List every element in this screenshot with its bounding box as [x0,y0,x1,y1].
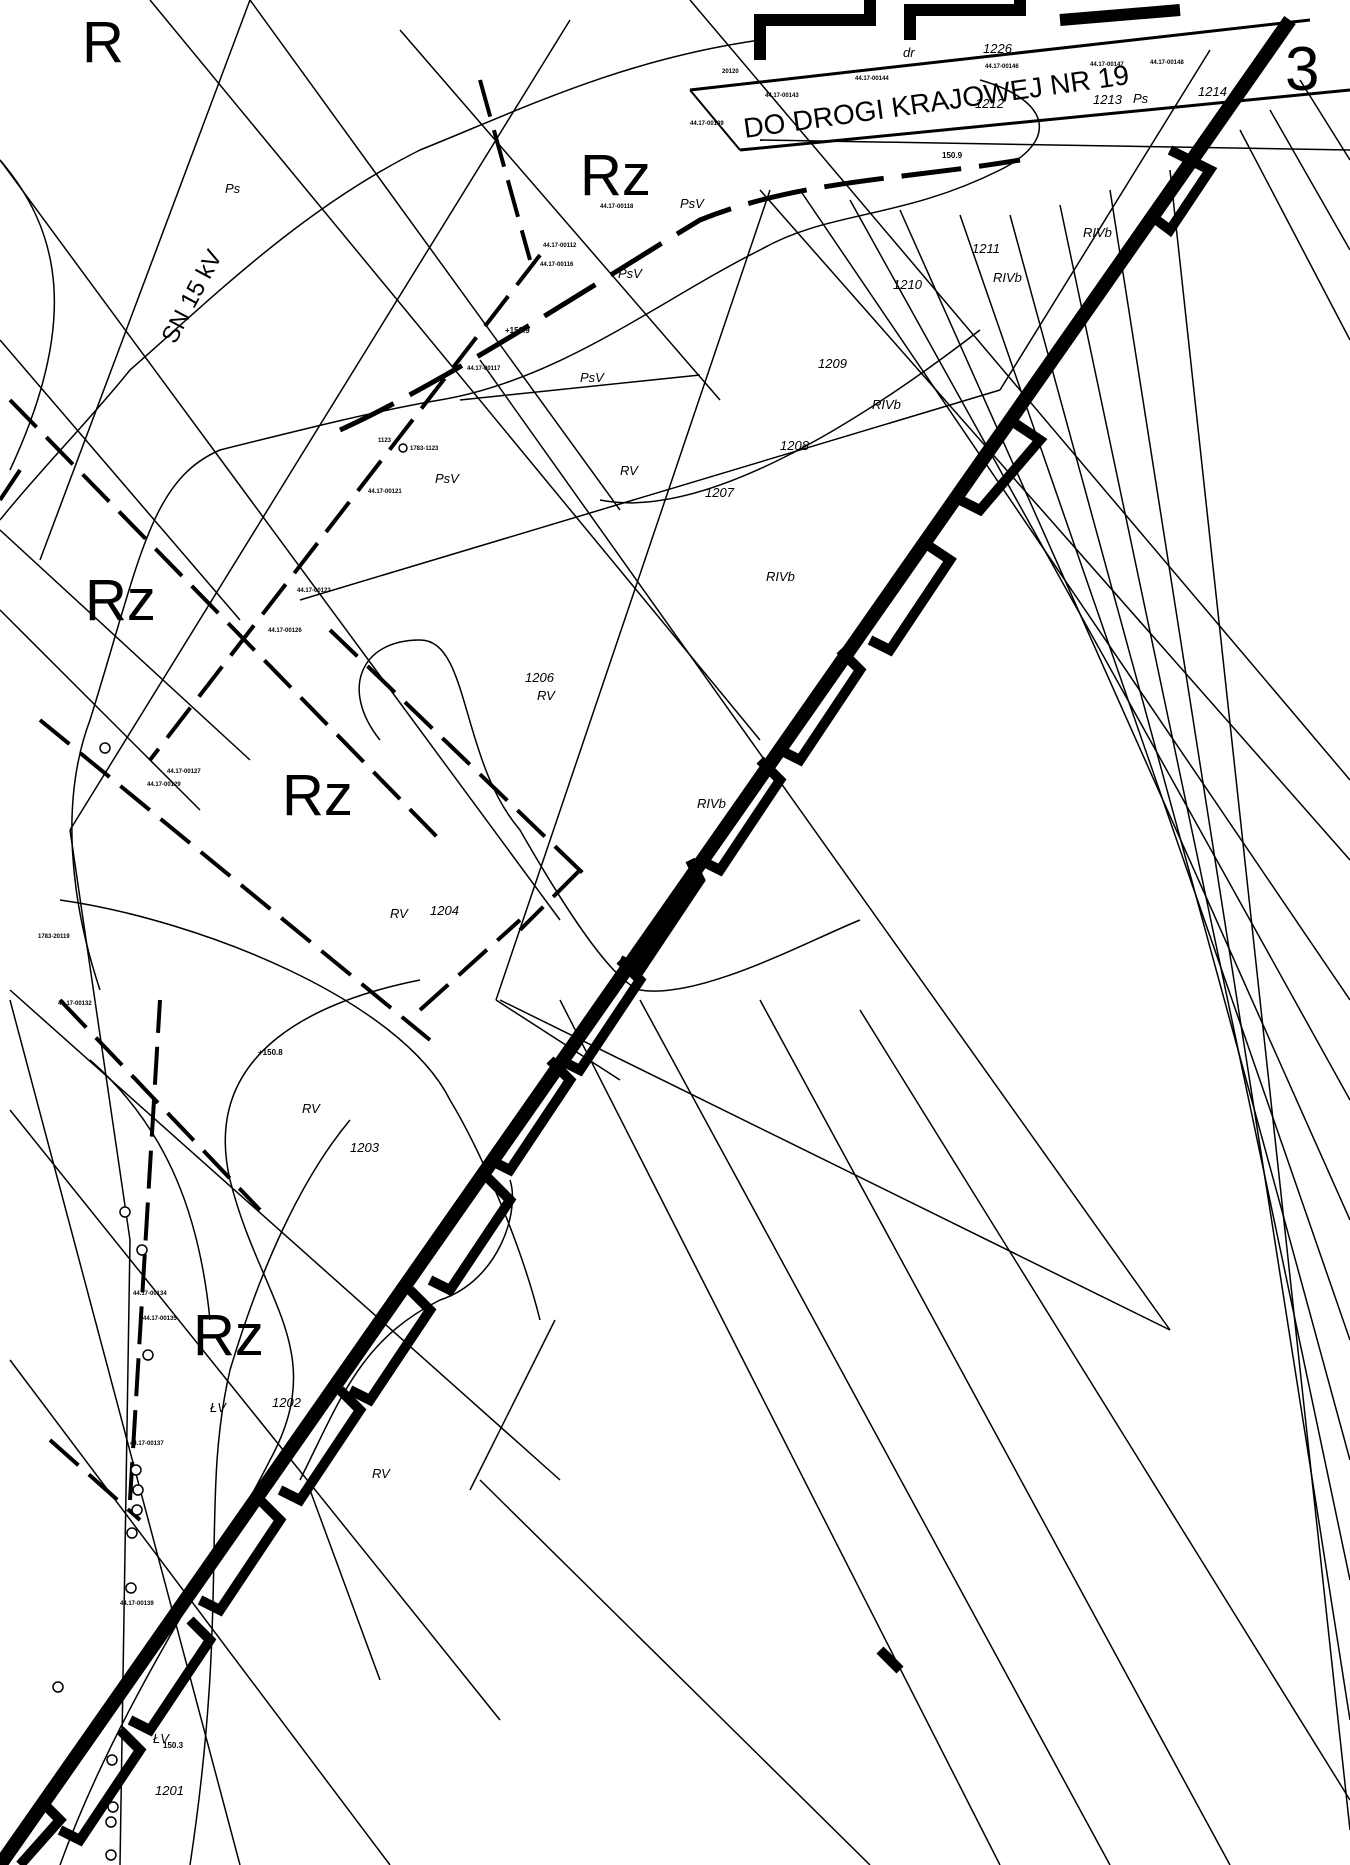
point-id: 44.17-00132 [58,1001,92,1007]
soil-class: ŁV [210,1400,227,1415]
point-id: 1783-20119 [38,934,70,940]
elevation: +150.9 [505,326,530,335]
point-id: 44.17-00143 [765,93,799,99]
elevations: +150.9 +150.8 150.3 150.9 [163,151,963,1750]
point-id: 44.17-00116 [540,262,574,268]
soil-class: PsV [618,266,643,281]
soil-class: PsV [680,196,705,211]
point-id: 1783-1123 [410,446,439,452]
zone-label: R [82,10,124,75]
soil-class: RV [620,463,639,478]
power-line-label: SN 15 kV [156,246,227,348]
soil-class: RIVb [993,270,1022,285]
point-id: 44.17-00146 [985,64,1019,70]
parcel-number: 1209 [818,356,847,371]
zone-label: Rz [580,143,651,208]
point-id: 44.17-00134 [133,1291,167,1297]
soil-class: Ps [225,181,241,196]
point-id: 44.17-00126 [268,628,302,634]
point-id: 44.17-00137 [130,1441,164,1447]
elevation: 150.3 [163,1741,184,1750]
soil-class: RV [302,1101,321,1116]
parcel-number: 1204 [430,903,459,918]
soil-class: RIVb [766,569,795,584]
point-id: 44.17-00139 [120,1601,154,1607]
parcel-number: 1201 [155,1783,184,1798]
soil-class: Ps [1133,91,1149,106]
parcel-number: 1207 [705,485,735,500]
point-id: 44.17-00117 [467,366,501,372]
soil-class: RV [390,906,409,921]
soil-classes: Ps PsV PsV PsV PsV RV RV RV RV RV RIVb R… [153,45,1149,1746]
point-id: 44.17-00148 [1150,60,1184,66]
point-id: 44.17-00118 [600,204,634,210]
soil-class: RV [372,1466,391,1481]
point-id: 44.17-00144 [855,76,889,82]
soil-class: PsV [580,370,605,385]
parcel-number: 1226 [983,41,1013,56]
point-id: 44.17-00129 [147,782,181,788]
heavy-boundary-line [0,15,1296,1865]
tree-symbols [52,443,408,1861]
elevation: 150.9 [942,151,963,160]
elevation: +150.8 [258,1048,283,1057]
point-id: 44.17-00123 [297,588,331,594]
soil-class: ŁV [153,1731,170,1746]
soil-class: RIVb [872,397,901,412]
point-id: 44.17-00127 [167,769,201,775]
point-id: 44.17-00112 [543,243,577,249]
point-id: 20120 [722,69,739,75]
dashed-boundaries [0,79,1021,1522]
corner-number: 3 [1285,35,1319,104]
zone-label: Rz [85,568,156,633]
parcel-number: 1214 [1198,84,1227,99]
parcel-number: 1211 [972,241,1000,256]
point-id: 44.17-00121 [368,489,402,495]
parcel-numbers: 1201 1202 1203 1204 1206 1207 1208 1209 … [155,41,1227,1798]
parcel-number: 1202 [272,1395,302,1410]
zone-label: Rz [193,1303,264,1368]
soil-contours [0,39,1041,1865]
soil-class: RV [537,688,556,703]
point-id: 44.17-00147 [1090,62,1124,68]
parcel-number: 1210 [893,277,923,292]
point-id: 44.17-00109 [690,121,724,127]
parcel-number: 1213 [1093,92,1123,107]
parcel-number: 1206 [525,670,555,685]
soil-class: RIVb [697,796,726,811]
soil-class: dr [903,45,915,60]
point-id: 44.17-00135 [143,1316,177,1322]
soil-class: PsV [435,471,460,486]
soil-class: RIVb [1083,225,1112,240]
point-id: 1123 [378,438,392,444]
parcel-number: 1208 [780,438,810,453]
zone-label: Rz [282,763,353,828]
point-ids: 44.17-00112 44.17-00116 44.17-00117 44.1… [38,60,1184,1607]
parcel-number: 1203 [350,1140,380,1155]
parcel-number: 1212 [975,96,1005,111]
